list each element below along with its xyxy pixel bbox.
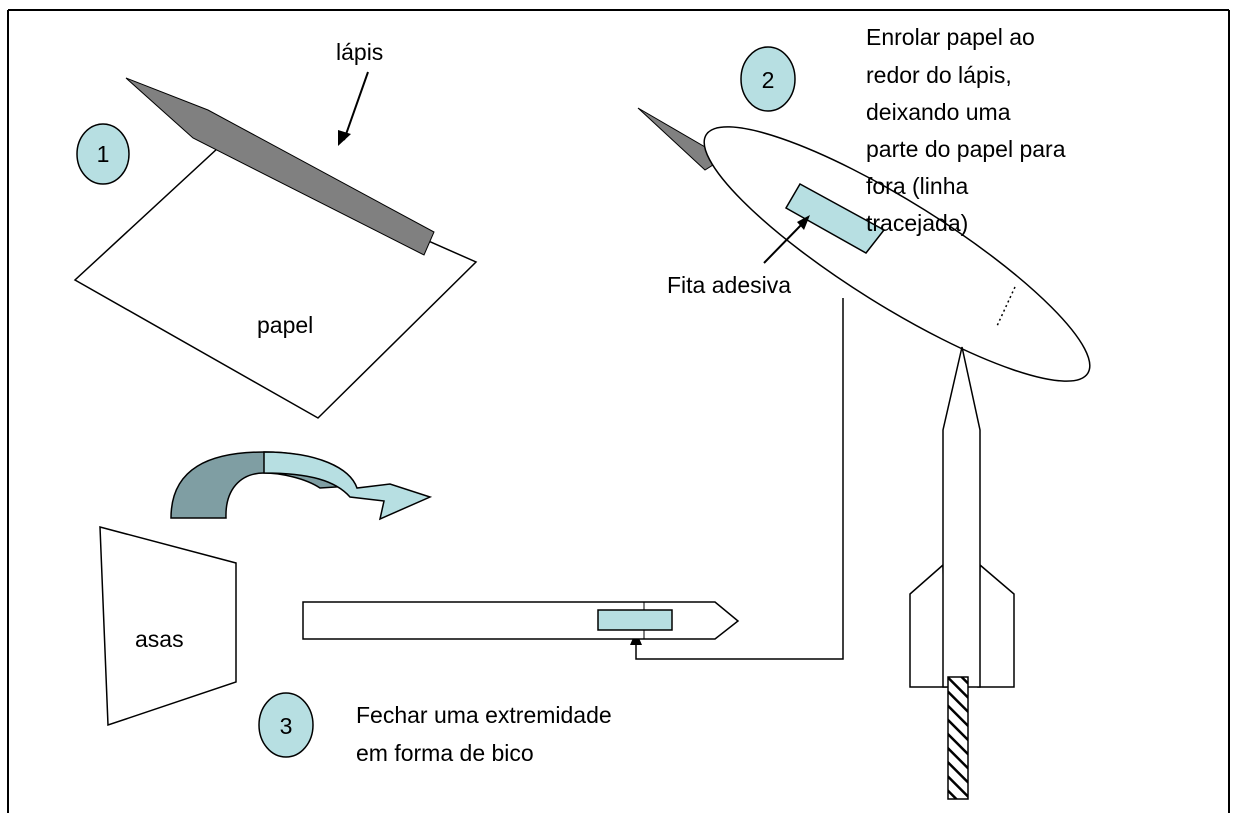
rocket-fin-left (909, 563, 947, 688)
step-2-group: Fita adesiva Enrolar papel ao redor do l… (637, 24, 1091, 382)
step-1-number: 1 (97, 141, 110, 167)
step-2-line-4: parte do papel para (866, 136, 1066, 162)
step-3-circle (258, 692, 314, 758)
step-2-line-2: redor do lápis, (866, 62, 1012, 88)
step-2-number: 2 (762, 67, 775, 93)
tape-step3 (597, 609, 673, 631)
step-2-instructions: Enrolar papel ao redor do lápis, deixand… (866, 24, 1072, 236)
wings-piece (99, 526, 237, 727)
pencil-arrow (343, 71, 369, 141)
label-pencil: lápis (336, 39, 383, 65)
step-2-circle (740, 46, 796, 112)
step-1-circle (76, 123, 130, 185)
label-paper: papel (257, 312, 313, 338)
tape-arrow-head (797, 215, 810, 230)
step-2-line-5: fora (linha (866, 173, 968, 199)
step-2-line-3: deixando uma (866, 99, 1011, 125)
rocket-body (942, 346, 981, 688)
pencil-arrow-head (338, 130, 351, 146)
rocket-straw (947, 676, 969, 800)
step-2-line-6: tracejada) (866, 210, 968, 236)
paper-sheet (73, 147, 478, 419)
step-2-line-1: Enrolar papel ao (866, 24, 1035, 50)
step-3-number: 3 (280, 713, 293, 739)
step-3-instructions: Fechar uma extremidade em forma de bico (356, 702, 618, 766)
label-tape: Fita adesiva (667, 272, 791, 298)
label-wings: asas (135, 626, 184, 652)
step-3-line-2: em forma de bico (356, 740, 534, 766)
tape-arrow (763, 221, 805, 264)
rocket-group (909, 346, 1015, 800)
step-1-group: lápis papel 1 (73, 39, 478, 419)
rocket-fin-right (977, 563, 1015, 688)
step-3-line-1: Fechar uma extremidade (356, 702, 612, 728)
tape-step2 (784, 182, 886, 254)
pencil-step1 (125, 77, 435, 256)
step-3-group: asas 3 Fechar uma extremidade em forma d… (99, 526, 740, 766)
glue-arrow-group (170, 451, 433, 521)
curved-arrow-light (263, 451, 433, 521)
dashed-cut-line (996, 286, 1016, 327)
tape-connector-line (635, 298, 844, 660)
